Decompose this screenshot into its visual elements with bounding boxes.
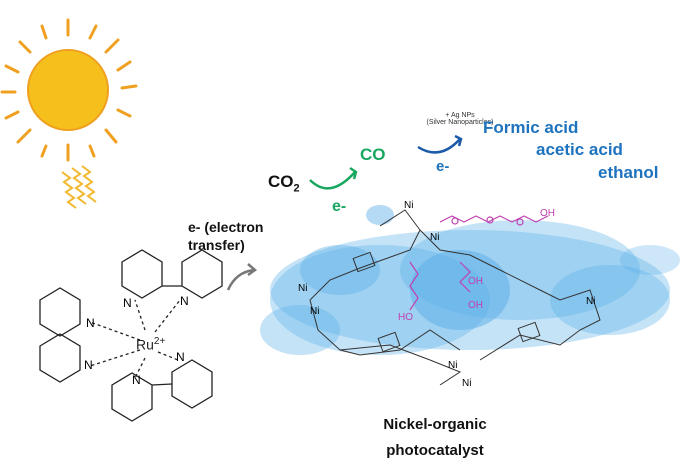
n-label: N [180,294,189,308]
reaction-arrow-icon [309,171,356,190]
ni-label: Ni [310,306,320,317]
sun-icon [0,18,138,162]
co2-label: CO2 [268,172,300,195]
ni-label: Ni [586,296,596,307]
ni-label: Ni [404,200,414,211]
pink-chains [409,215,549,311]
ni-label: Ni [448,360,458,371]
electron-blue-label: e- [436,158,450,175]
co-label: CO [360,145,386,164]
product-formic-acid: Formic acid [483,118,579,137]
product-ethanol: ethanol [598,163,659,182]
electron-green-label: e- [332,198,347,215]
electron-transfer-arrow-icon [226,268,255,291]
light-wave-icon [61,165,97,209]
reaction-arrow-icon [417,138,461,154]
ni-label: Ni [298,283,308,294]
n-label: N [132,373,141,387]
arrowhead [247,263,258,277]
arrowhead [454,134,463,147]
oh-label: OH [468,300,483,311]
n-label: N [84,358,93,372]
ru-label: Ru2+ [136,336,166,353]
oh-label: OH [468,276,483,287]
n-label: N [86,316,95,330]
ru-bipyridine-complex [39,249,223,422]
product-acetic-acid: acetic acid [536,140,623,159]
ni-label: Ni [430,232,440,243]
framework-structure [309,209,601,386]
ag-nps-label: + Ag NPs(Silver Nanoparticles) [426,112,494,126]
ho-label: HO [398,312,413,323]
catalyst-cloud [260,205,680,355]
arrowhead [349,166,358,180]
n-label: N [123,296,132,310]
oh-label: OH [540,208,555,219]
n-label: N [176,350,185,364]
ni-label: Ni [462,378,472,389]
